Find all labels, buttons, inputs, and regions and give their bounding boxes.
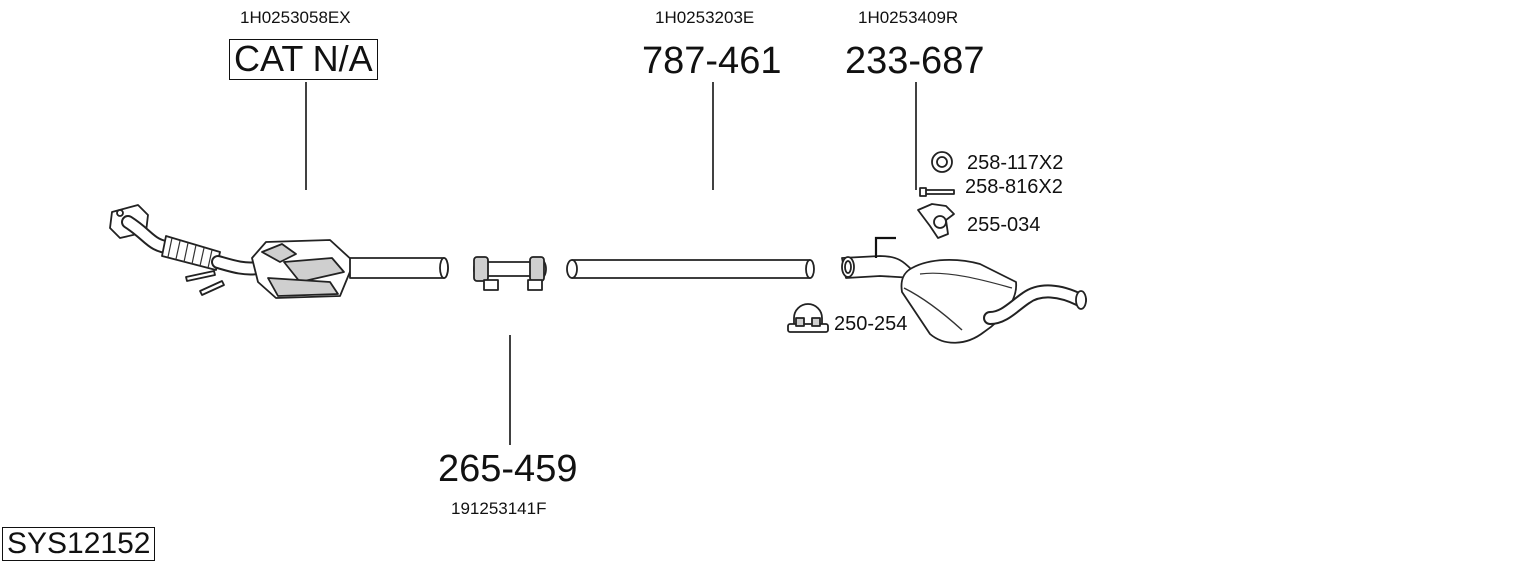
accessory-label-bolt: 258-816X2 [965, 176, 1063, 198]
bolt-icon [919, 187, 955, 197]
accessory-label-mount: 255-034 [967, 214, 1041, 236]
ring-gasket-icon [931, 151, 953, 173]
system-code-label: SYS12152 [2, 527, 156, 561]
oem-number-rear-silencer: 1H0253409R [858, 8, 959, 27]
accessory-label-clamp: 250-254 [834, 313, 908, 335]
oem-number-cat: 1H0253058EX [240, 8, 351, 27]
connector-clamp-drawing [473, 256, 547, 291]
u-clamp-icon [787, 303, 829, 333]
part-number-rear-silencer: 233-687 [845, 40, 985, 82]
part-number-middle-pipe: 787-461 [642, 40, 782, 82]
rubber-mount-icon [917, 203, 955, 239]
part-number-cat: CAT N/A [229, 39, 378, 80]
part-number-connector: 265-459 [438, 448, 578, 490]
oem-number-middle-pipe: 1H0253203E [655, 8, 755, 27]
oem-number-connector: 191253141F [451, 499, 547, 518]
middle-pipe-drawing [566, 259, 815, 279]
rear-silencer-drawing [841, 236, 1087, 344]
accessory-label-gasket: 258-117X2 [967, 152, 1064, 174]
catalytic-converter-drawing [109, 204, 449, 299]
